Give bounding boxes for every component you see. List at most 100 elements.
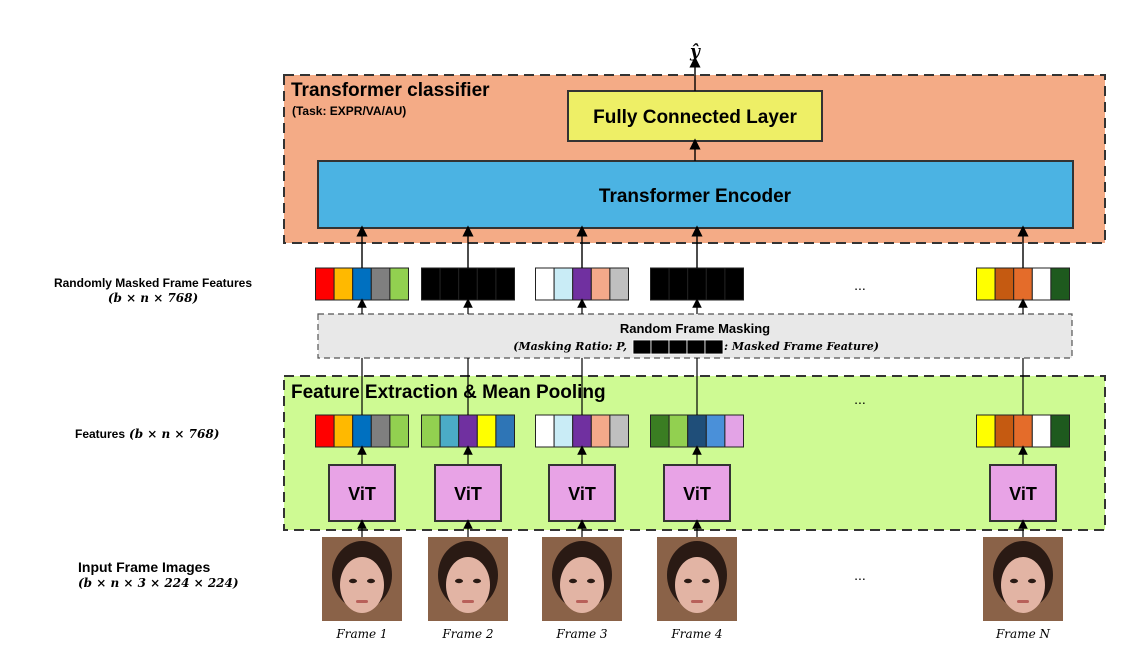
masked-feature-groups [315,267,1071,301]
feature-cell [1050,414,1071,448]
input-frames-shape: (b × n × 3 × 224 × 224) [78,576,239,590]
masked-feature-cell [421,267,441,301]
masked-feature-cell [994,267,1015,301]
feature-cell [650,414,670,448]
frame-caption: Frame 3 [555,627,608,641]
masked-feature-cell [439,267,460,301]
feature-cell [370,414,391,448]
masked-feature-cell [650,267,670,301]
masked-feature-cell [333,267,354,301]
frame-image [983,537,1063,621]
frame-caption: Frame 2 [441,627,493,641]
features-shape: (b × n × 768) [129,427,219,441]
masked-feature-cell [389,267,409,301]
feature-cell [458,414,478,448]
masked-feature-cell [370,267,391,301]
frame-caption: Frame 1 [335,627,387,641]
masking-detail-right: : Masked Frame Feature) [724,340,879,353]
fully-connected-layer [567,90,823,142]
feature-cell [687,414,707,448]
vit-box [434,464,502,522]
frame-column: ViT Frame 2 [428,225,508,641]
classifier-title: Transformer classifier [291,80,490,101]
feature-cell [333,414,354,448]
feature-group [976,414,1071,448]
feature-cell [421,414,441,448]
feature-cell [609,414,630,448]
output-symbol: ŷ [689,42,701,62]
frame-column: ViT Frame 1 [322,225,402,641]
masked-feature-cell [495,267,515,301]
feature-extraction-title: Feature Extraction & Mean Pooling [291,382,606,403]
feature-group [315,414,409,448]
feature-cell [495,414,515,448]
feature-group [650,414,745,448]
frame-column: ViT Frame 3 [542,225,622,641]
transformer-encoder-label: Transformer Encoder [599,186,792,207]
features-ellipsis: ... [854,391,866,407]
vit-label: ViT [683,484,711,504]
masked-feature-cell [1031,267,1052,301]
feature-cell [476,414,497,448]
feature-groups [315,414,1071,448]
features-label: Features(b × n × 768) [75,427,219,441]
masked-feature-cell [315,267,335,301]
frame-column: ViT Frame N [983,225,1063,641]
masked-features-ellipsis: ... [854,277,866,293]
masking-title: Random Frame Masking [620,321,770,336]
masked-feature-cell [535,267,555,301]
feature-group [421,414,515,448]
masked-features-shape: (b × n × 768) [108,291,198,305]
vit-label: ViT [1009,484,1037,504]
frame-caption: Frame 4 [670,627,722,641]
masked-feature-cell [572,267,592,301]
frame-column: ViT Frame 4 [657,225,737,641]
vit-box [548,464,616,522]
feature-cell [315,414,335,448]
feature-cell [389,414,409,448]
masked-feature-cell [668,267,689,301]
masked-feature-cell [976,267,996,301]
masked-feature-cell [705,267,726,301]
frame-columns: ViT Frame 1 ViT Frame 2 ViT Frame 3 ViT Frame 4… [322,225,1063,641]
classifier-task: (Task: EXPR/VA/AU) [292,104,406,118]
masked-feature-cell [1050,267,1071,301]
masked-feature-cell [1013,267,1033,301]
vit-label: ViT [454,484,482,504]
feature-group [535,414,630,448]
masked-feature-cell [352,267,372,301]
feature-cell [590,414,611,448]
frame-caption: Frame N [995,627,1051,641]
feature-cell [572,414,592,448]
feature-cell [705,414,726,448]
feature-cell [724,414,745,448]
feature-cell [1031,414,1052,448]
masked-feature-group [650,267,745,301]
masked-features-label: Randomly Masked Frame Features [54,276,252,290]
masked-feature-cell [687,267,707,301]
masked-feature-cell [458,267,478,301]
vit-label: ViT [568,484,596,504]
feature-cell [439,414,460,448]
frame-image [428,537,508,621]
masked-feature-legend-swatch [632,339,724,355]
feature-cell [668,414,689,448]
masked-feature-group [421,267,515,301]
vit-label: ViT [348,484,376,504]
feature-cell [1013,414,1033,448]
masked-feature-group [535,267,630,301]
frame-image [322,537,402,621]
feature-cell [976,414,996,448]
feature-cell [535,414,555,448]
frame-image [542,537,622,621]
masked-feature-cell [553,267,574,301]
input-frames-ellipsis: ... [854,567,866,583]
vit-box [328,464,396,522]
feature-cell [994,414,1015,448]
masking-detail-left: (Masking Ratio: P, [513,340,627,353]
frame-image [657,537,737,621]
masked-feature-cell [590,267,611,301]
vit-box [989,464,1057,522]
